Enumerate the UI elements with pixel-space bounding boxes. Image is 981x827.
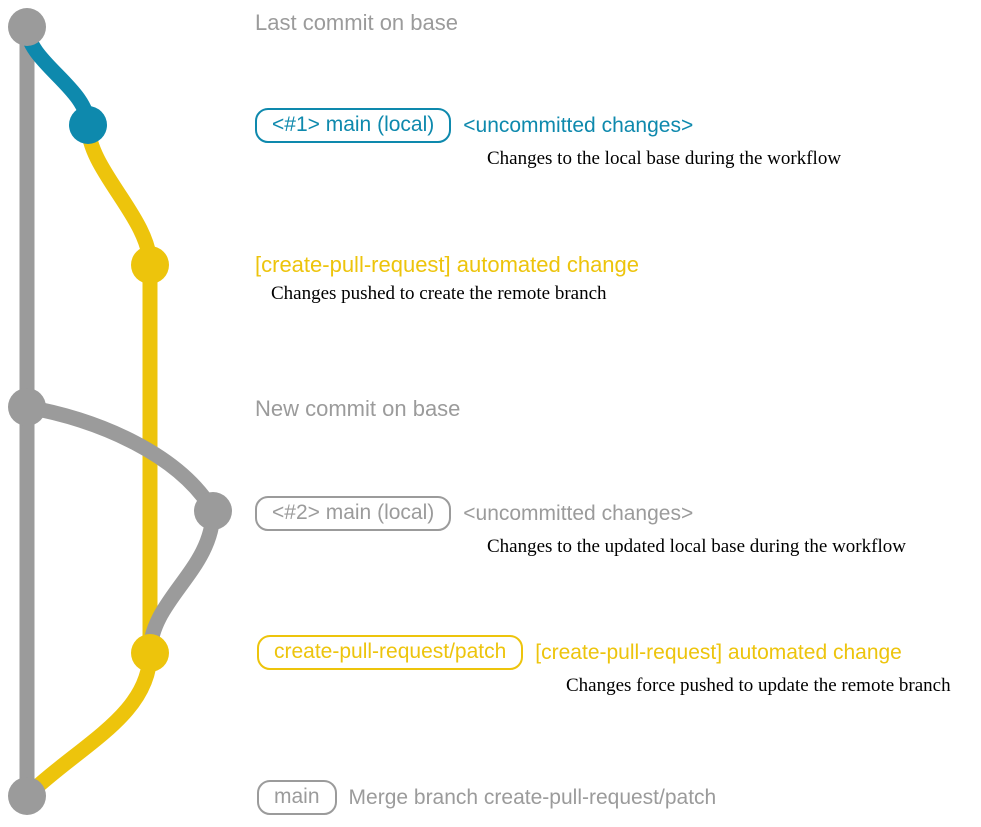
commit-node-automated-change-1[interactable] — [131, 246, 169, 284]
commit-message-merge-commit: Merge branch create-pull-request/patch — [348, 785, 717, 809]
commit-row-line: New commit on base — [0, 396, 981, 422]
commit-message-last-commit-on-base: Last commit on base — [255, 10, 458, 35]
commit-node-local-main-1[interactable] — [69, 106, 107, 144]
branch-ref-pill-local-main-2[interactable]: <#2> main (local) — [255, 496, 452, 531]
edge-base2-to-local2 — [19, 399, 221, 519]
commit-node-merge-commit[interactable] — [8, 777, 46, 815]
commit-row-local-main-2: <#2> main (local) <uncommitted changes> Ch… — [0, 496, 981, 558]
branch-ref-pill-local-main-1[interactable]: <#1> main (local) — [255, 108, 452, 143]
commit-row-new-commit-on-base: New commit on base — [0, 396, 981, 422]
commit-message-local-main-2: <uncommitted changes> — [463, 501, 694, 525]
commit-message-automated-change-2: [create-pull-request] automated change — [535, 640, 902, 664]
commit-message-new-commit-on-base: New commit on base — [255, 396, 461, 421]
branch-ref-pill-automated-change-2[interactable]: create-pull-request/patch — [257, 635, 524, 670]
commit-message-local-main-1: <uncommitted changes> — [463, 113, 694, 137]
commit-row-local-main-1: <#1> main (local) <uncommitted changes> Ch… — [0, 108, 981, 170]
commit-caption-local-main-2: Changes to the updated local base during… — [487, 536, 906, 557]
commit-node-local-main-2[interactable] — [194, 492, 232, 530]
commit-caption-automated-change-2: Changes force pushed to update the remot… — [566, 675, 951, 696]
edge-patch2-to-merge — [19, 645, 158, 804]
commit-row-line: <#2> main (local) <uncommitted changes> — [0, 496, 981, 531]
branch-ref-pill-merge-commit[interactable]: main — [257, 780, 337, 815]
commit-row-last-commit-on-base: Last commit on base — [0, 10, 981, 36]
commit-row-line: [create-pull-request] automated change — [0, 252, 981, 278]
commit-row-merge-commit: main Merge branch create-pull-request/pat… — [0, 780, 981, 815]
commit-row-line: create-pull-request/patch [create-pull-re… — [0, 635, 981, 670]
commit-node-last-commit-on-base[interactable] — [8, 8, 46, 46]
commit-nodes — [8, 8, 232, 815]
commit-caption-local-main-1: Changes to the local base during the wor… — [487, 148, 842, 169]
commit-row-line: Last commit on base — [0, 10, 981, 36]
commit-message-automated-change-1: [create-pull-request] automated change — [255, 252, 640, 277]
commit-caption-automated-change-1: Changes pushed to create the remote bran… — [271, 283, 607, 304]
commit-node-automated-change-2[interactable] — [131, 634, 169, 672]
commit-node-new-commit-on-base[interactable] — [8, 388, 46, 426]
commit-row-automated-change-2: create-pull-request/patch [create-pull-re… — [0, 635, 981, 697]
commit-row-line: <#1> main (local) <uncommitted changes> — [0, 108, 981, 143]
commit-row-line: main Merge branch create-pull-request/pat… — [0, 780, 981, 815]
